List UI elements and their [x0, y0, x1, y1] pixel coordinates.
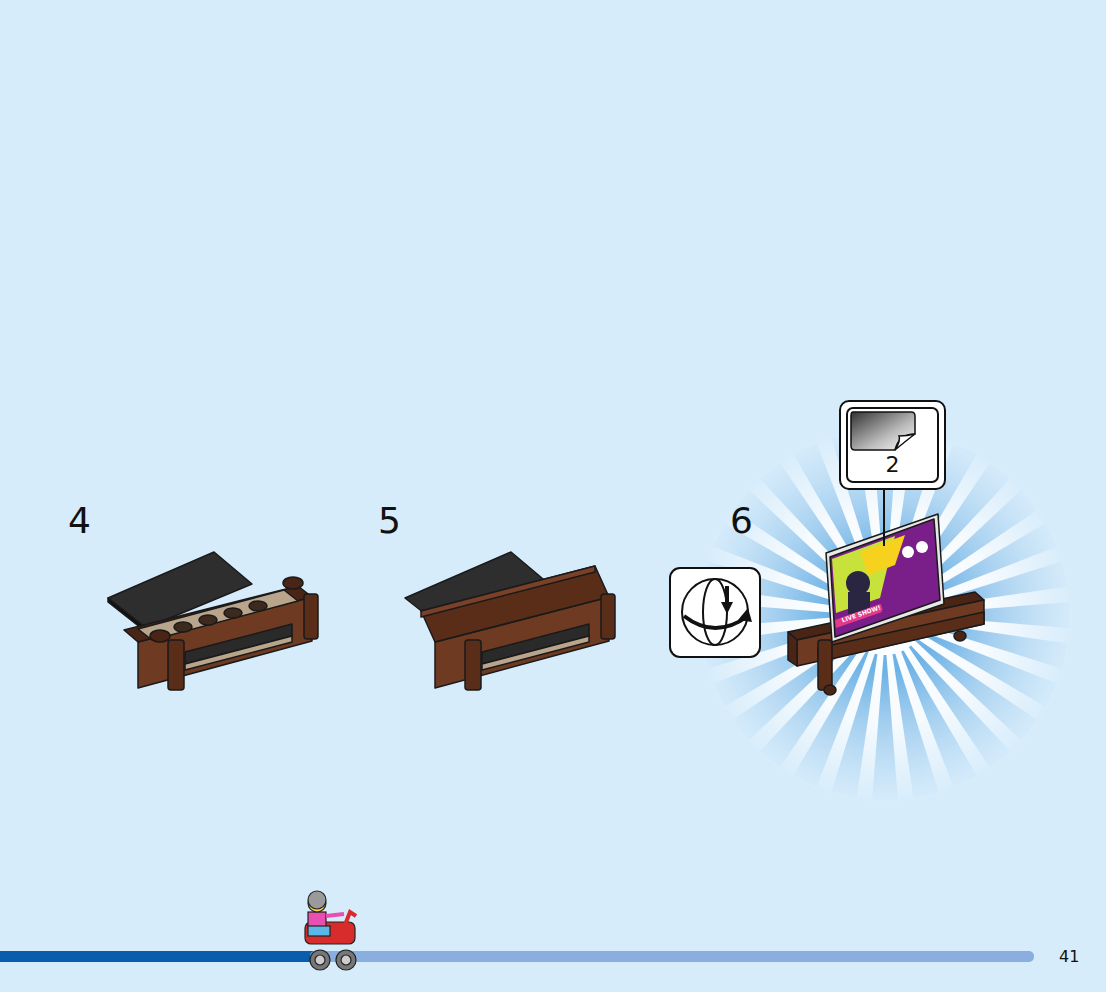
leader-line [883, 490, 885, 546]
rotate-icon [670, 568, 760, 657]
sticker-callout: 2 [839, 400, 946, 490]
progress-remaining [310, 951, 1034, 962]
minifig-scooter [305, 891, 356, 970]
sticker-count: 2 [841, 454, 944, 476]
page-number: 41 [1059, 949, 1079, 965]
step5-model [405, 552, 615, 690]
sticker-icon [849, 410, 919, 452]
step4-model [108, 552, 318, 690]
step-number: 4 [68, 503, 91, 539]
step-number: 5 [378, 503, 401, 539]
burst-ray [893, 654, 939, 798]
sticker-print: LIVE SHOW! [840, 604, 882, 624]
step-number: 6 [730, 503, 753, 539]
burst-ray [872, 655, 898, 800]
step6-model [788, 514, 984, 695]
progress-done [0, 951, 320, 962]
